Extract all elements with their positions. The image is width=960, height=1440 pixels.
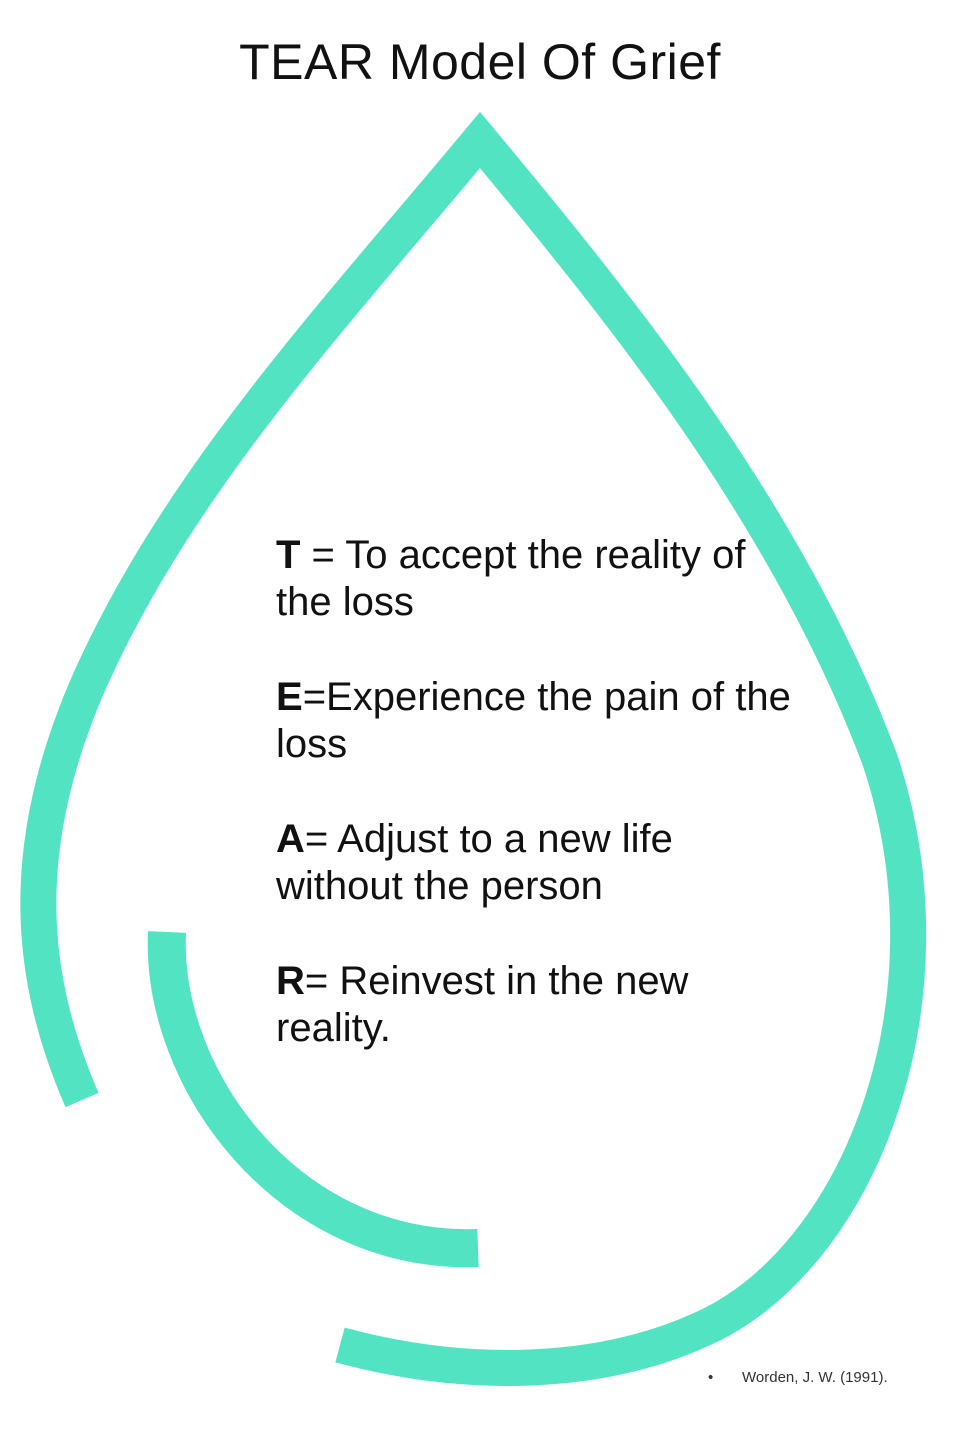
stage-a: A= Adjust to a new life without the pers… bbox=[276, 816, 796, 910]
stage-text: = Adjust to a new life without the perso… bbox=[276, 817, 673, 908]
stage-text: =Experience the pain of the loss bbox=[276, 675, 791, 766]
stage-letter: T bbox=[276, 533, 301, 577]
bullet-icon: • bbox=[708, 1369, 714, 1386]
page-title: TEAR Model Of Grief bbox=[239, 34, 721, 90]
citation-text: Worden, J. W. (1991). bbox=[742, 1369, 888, 1386]
stage-text: = To accept the reality of the loss bbox=[276, 533, 746, 624]
stage-letter: E bbox=[276, 675, 303, 719]
stage-text: = Reinvest in the new reality. bbox=[276, 959, 689, 1050]
teardrop-inner-arc bbox=[147, 931, 479, 1268]
stage-e: E=Experience the pain of the loss bbox=[276, 674, 796, 768]
teardrop-outline-stroke bbox=[20, 111, 927, 1386]
citation: • Worden, J. W. (1991). bbox=[708, 1368, 888, 1388]
stage-list: T = To accept the reality of the loss E=… bbox=[276, 532, 796, 1100]
stage-letter: R bbox=[276, 959, 305, 1003]
stage-t: T = To accept the reality of the loss bbox=[276, 532, 796, 626]
stage-r: R= Reinvest in the new reality. bbox=[276, 958, 796, 1052]
stage-letter: A bbox=[276, 817, 305, 861]
